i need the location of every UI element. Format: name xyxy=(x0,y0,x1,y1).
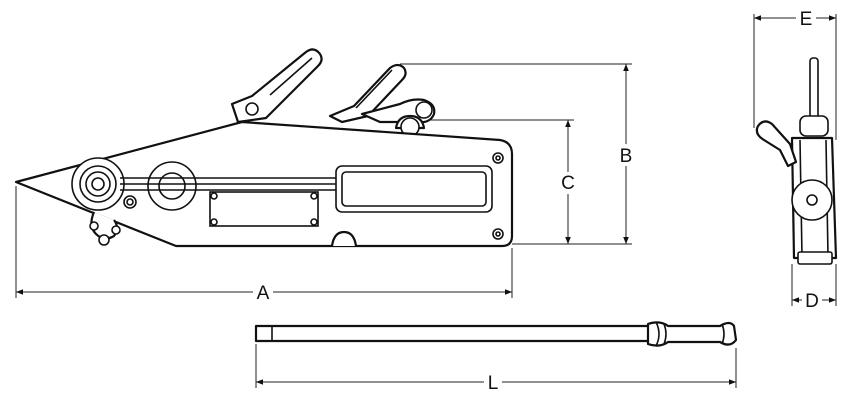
cable-wheel xyxy=(71,157,125,211)
lever-handle-left xyxy=(230,48,323,124)
winch-side-view xyxy=(14,48,514,248)
winch-front-view xyxy=(755,57,838,265)
lever-handle-right xyxy=(328,63,436,137)
dimension-label-l: L xyxy=(488,373,499,394)
bolts xyxy=(123,152,504,240)
dimension-label-d: D xyxy=(805,291,819,312)
nameplate xyxy=(209,191,319,227)
cable-channel xyxy=(120,165,493,213)
dimension-label-b: B xyxy=(620,146,633,167)
telescopic-handle xyxy=(254,321,738,347)
hook-pin xyxy=(89,211,121,246)
dimension-label-e: E xyxy=(800,9,813,30)
large-roller xyxy=(147,161,197,211)
bottom-notch xyxy=(330,230,358,247)
dimension-label-a: A xyxy=(257,283,270,304)
dimension-label-c: C xyxy=(561,173,575,194)
